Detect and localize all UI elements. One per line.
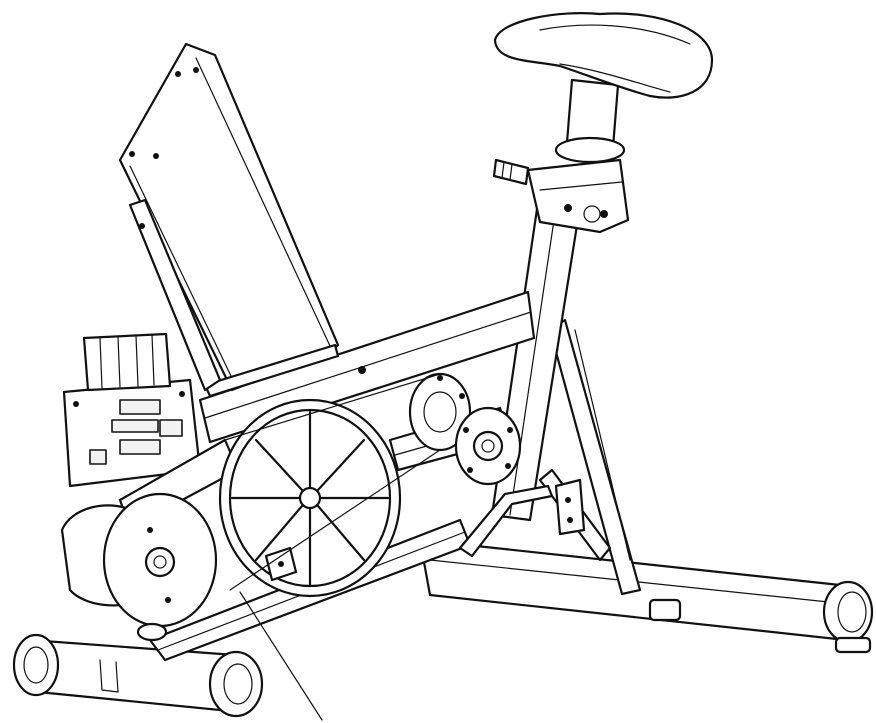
- seat-post: [554, 78, 626, 164]
- console-bracket: [128, 198, 222, 392]
- brake-housing: [60, 492, 218, 642]
- drive-belt: [224, 373, 441, 591]
- electronics-board: [62, 378, 202, 488]
- front-base-tube: [12, 633, 264, 718]
- connector-block: [82, 332, 172, 392]
- rear-hub-plate: [454, 406, 522, 486]
- crank-linkage: [458, 478, 586, 558]
- seat-adjust-knob: [492, 158, 530, 186]
- leader-line: [239, 591, 323, 721]
- console-panel: [118, 42, 340, 398]
- saddle: [493, 12, 714, 99]
- rear-base-tube: [418, 538, 874, 654]
- flywheel: [218, 398, 402, 598]
